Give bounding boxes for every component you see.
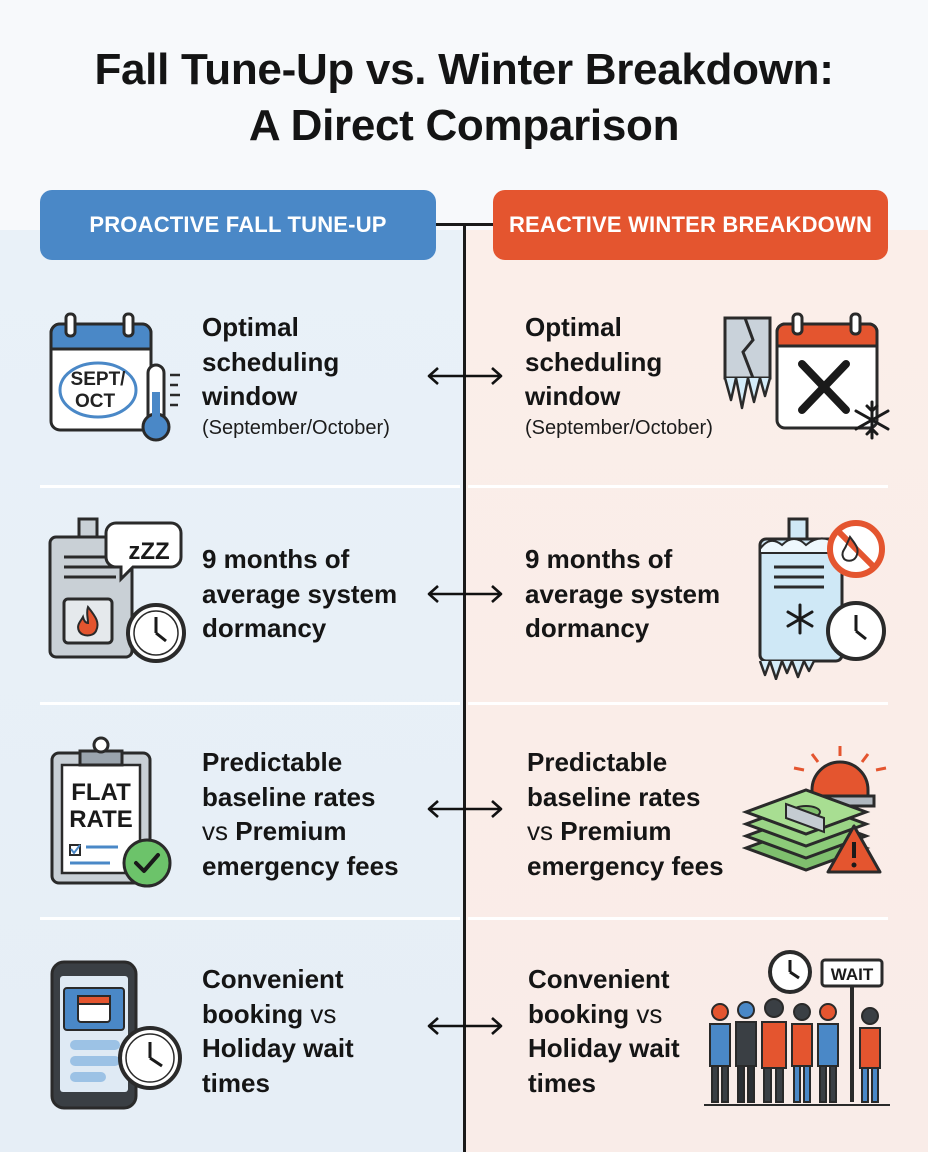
row-separator: [468, 702, 888, 705]
double-arrow-icon: [427, 1017, 503, 1035]
header-reactive: REACTIVE WINTER BREAKDOWN: [493, 190, 888, 260]
double-arrow-icon: [427, 585, 503, 603]
double-arrow-icon: [427, 367, 503, 385]
center-divider: [463, 224, 466, 1152]
header-proactive: PROACTIVE FALL TUNE-UP: [40, 190, 436, 260]
wait-sign-label: WAIT: [831, 965, 874, 984]
emergency-money-alarm-icon: [742, 746, 887, 874]
row1-left-text: Optimal scheduling window (September/Oct…: [202, 312, 390, 439]
row-separator: [40, 702, 460, 705]
row4-left-text: Convenient booking vs Holiday wait times: [202, 964, 354, 1098]
row2-left-text: 9 months of average system dormancy: [202, 544, 398, 643]
row-separator: [40, 917, 460, 920]
flat-rate-clipboard-icon: FLAT RATE: [50, 736, 172, 888]
phone-booking-icon: [50, 960, 182, 1110]
page-title: Fall Tune-Up vs. Winter Breakdown: A Dir…: [0, 42, 928, 154]
row1-right-text: Optimal scheduling window (September/Oct…: [525, 312, 713, 439]
row3-right-text: Predictable baseline rates vs Premium em…: [527, 747, 724, 881]
sleep-label: zZZ: [128, 538, 169, 565]
clipboard-label-1: FLAT: [71, 779, 131, 806]
row4-right-text: Convenient booking vs Holiday wait times: [528, 964, 680, 1098]
double-arrow-icon: [427, 800, 503, 818]
title-line-1: Fall Tune-Up vs. Winter Breakdown:: [94, 45, 834, 94]
row2-right-text: 9 months of average system dormancy: [525, 544, 721, 643]
calendar-label-2: OCT: [75, 391, 116, 412]
frozen-cancelled-calendar-icon: [723, 312, 890, 440]
sleeping-furnace-icon: zZZ: [48, 517, 186, 663]
frozen-furnace-icon: [758, 517, 886, 680]
clipboard-label-2: RATE: [69, 806, 133, 833]
row3-left-text: Predictable baseline rates vs Premium em…: [202, 747, 399, 881]
calendar-label-1: SEPT/: [71, 369, 127, 390]
row-separator: [468, 485, 888, 488]
calendar-thermometer-icon: SEPT/ OCT: [49, 312, 180, 442]
title-line-2: A Direct Comparison: [248, 101, 680, 150]
waiting-queue-icon: WAIT: [704, 950, 890, 1106]
row-separator: [468, 917, 888, 920]
row-separator: [40, 485, 460, 488]
